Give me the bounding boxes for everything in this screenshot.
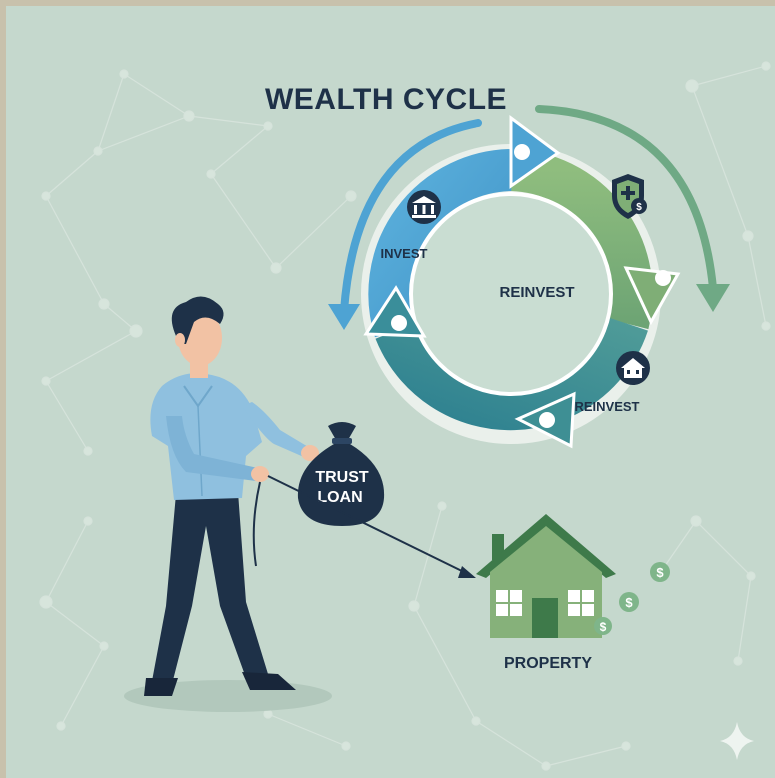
- outer-arrow-blue: [328, 119, 482, 330]
- bank-icon: [407, 190, 441, 224]
- infographic-canvas: WEALTH CYCLE: [6, 6, 775, 778]
- cycle-ring: [361, 115, 681, 449]
- wealth-cycle-illustration: WEALTH CYCLE: [39, 61, 771, 771]
- house-icon: [616, 351, 650, 385]
- bag-label-loan: LOAN: [317, 489, 362, 506]
- title: WEALTH CYCLE: [265, 83, 507, 116]
- connector-arrow: [267, 475, 476, 578]
- dollar-coin-icon: $ $ $: [594, 562, 670, 635]
- money-bag-icon: TRUST LOAN: [297, 422, 385, 526]
- cycle-arrowhead-left: [363, 285, 427, 338]
- cycle-segment-reinvest-top: [510, 149, 653, 330]
- svg-text:$: $: [656, 565, 664, 580]
- svg-text:$: $: [636, 202, 642, 213]
- label-center-reinvest: REINVEST: [499, 284, 574, 301]
- shield-dollar-icon: $: [612, 174, 647, 219]
- cycle-segment-reinvest-bottom: [375, 316, 648, 431]
- man-figure: [144, 296, 319, 696]
- network-background: [39, 61, 771, 771]
- label-invest: INVEST: [381, 246, 428, 261]
- svg-text:$: $: [625, 595, 633, 610]
- label-property: PROPERTY: [504, 655, 592, 672]
- cycle-arrowhead-top: [509, 115, 561, 189]
- sparkle-icon: [720, 722, 754, 760]
- property-house-icon: [476, 514, 616, 638]
- outer-arrow-green: [535, 105, 730, 312]
- svg-text:$: $: [600, 620, 607, 634]
- bag-label-trust: TRUST: [315, 469, 369, 486]
- label-reinvest-bottom: REINVEST: [574, 399, 639, 414]
